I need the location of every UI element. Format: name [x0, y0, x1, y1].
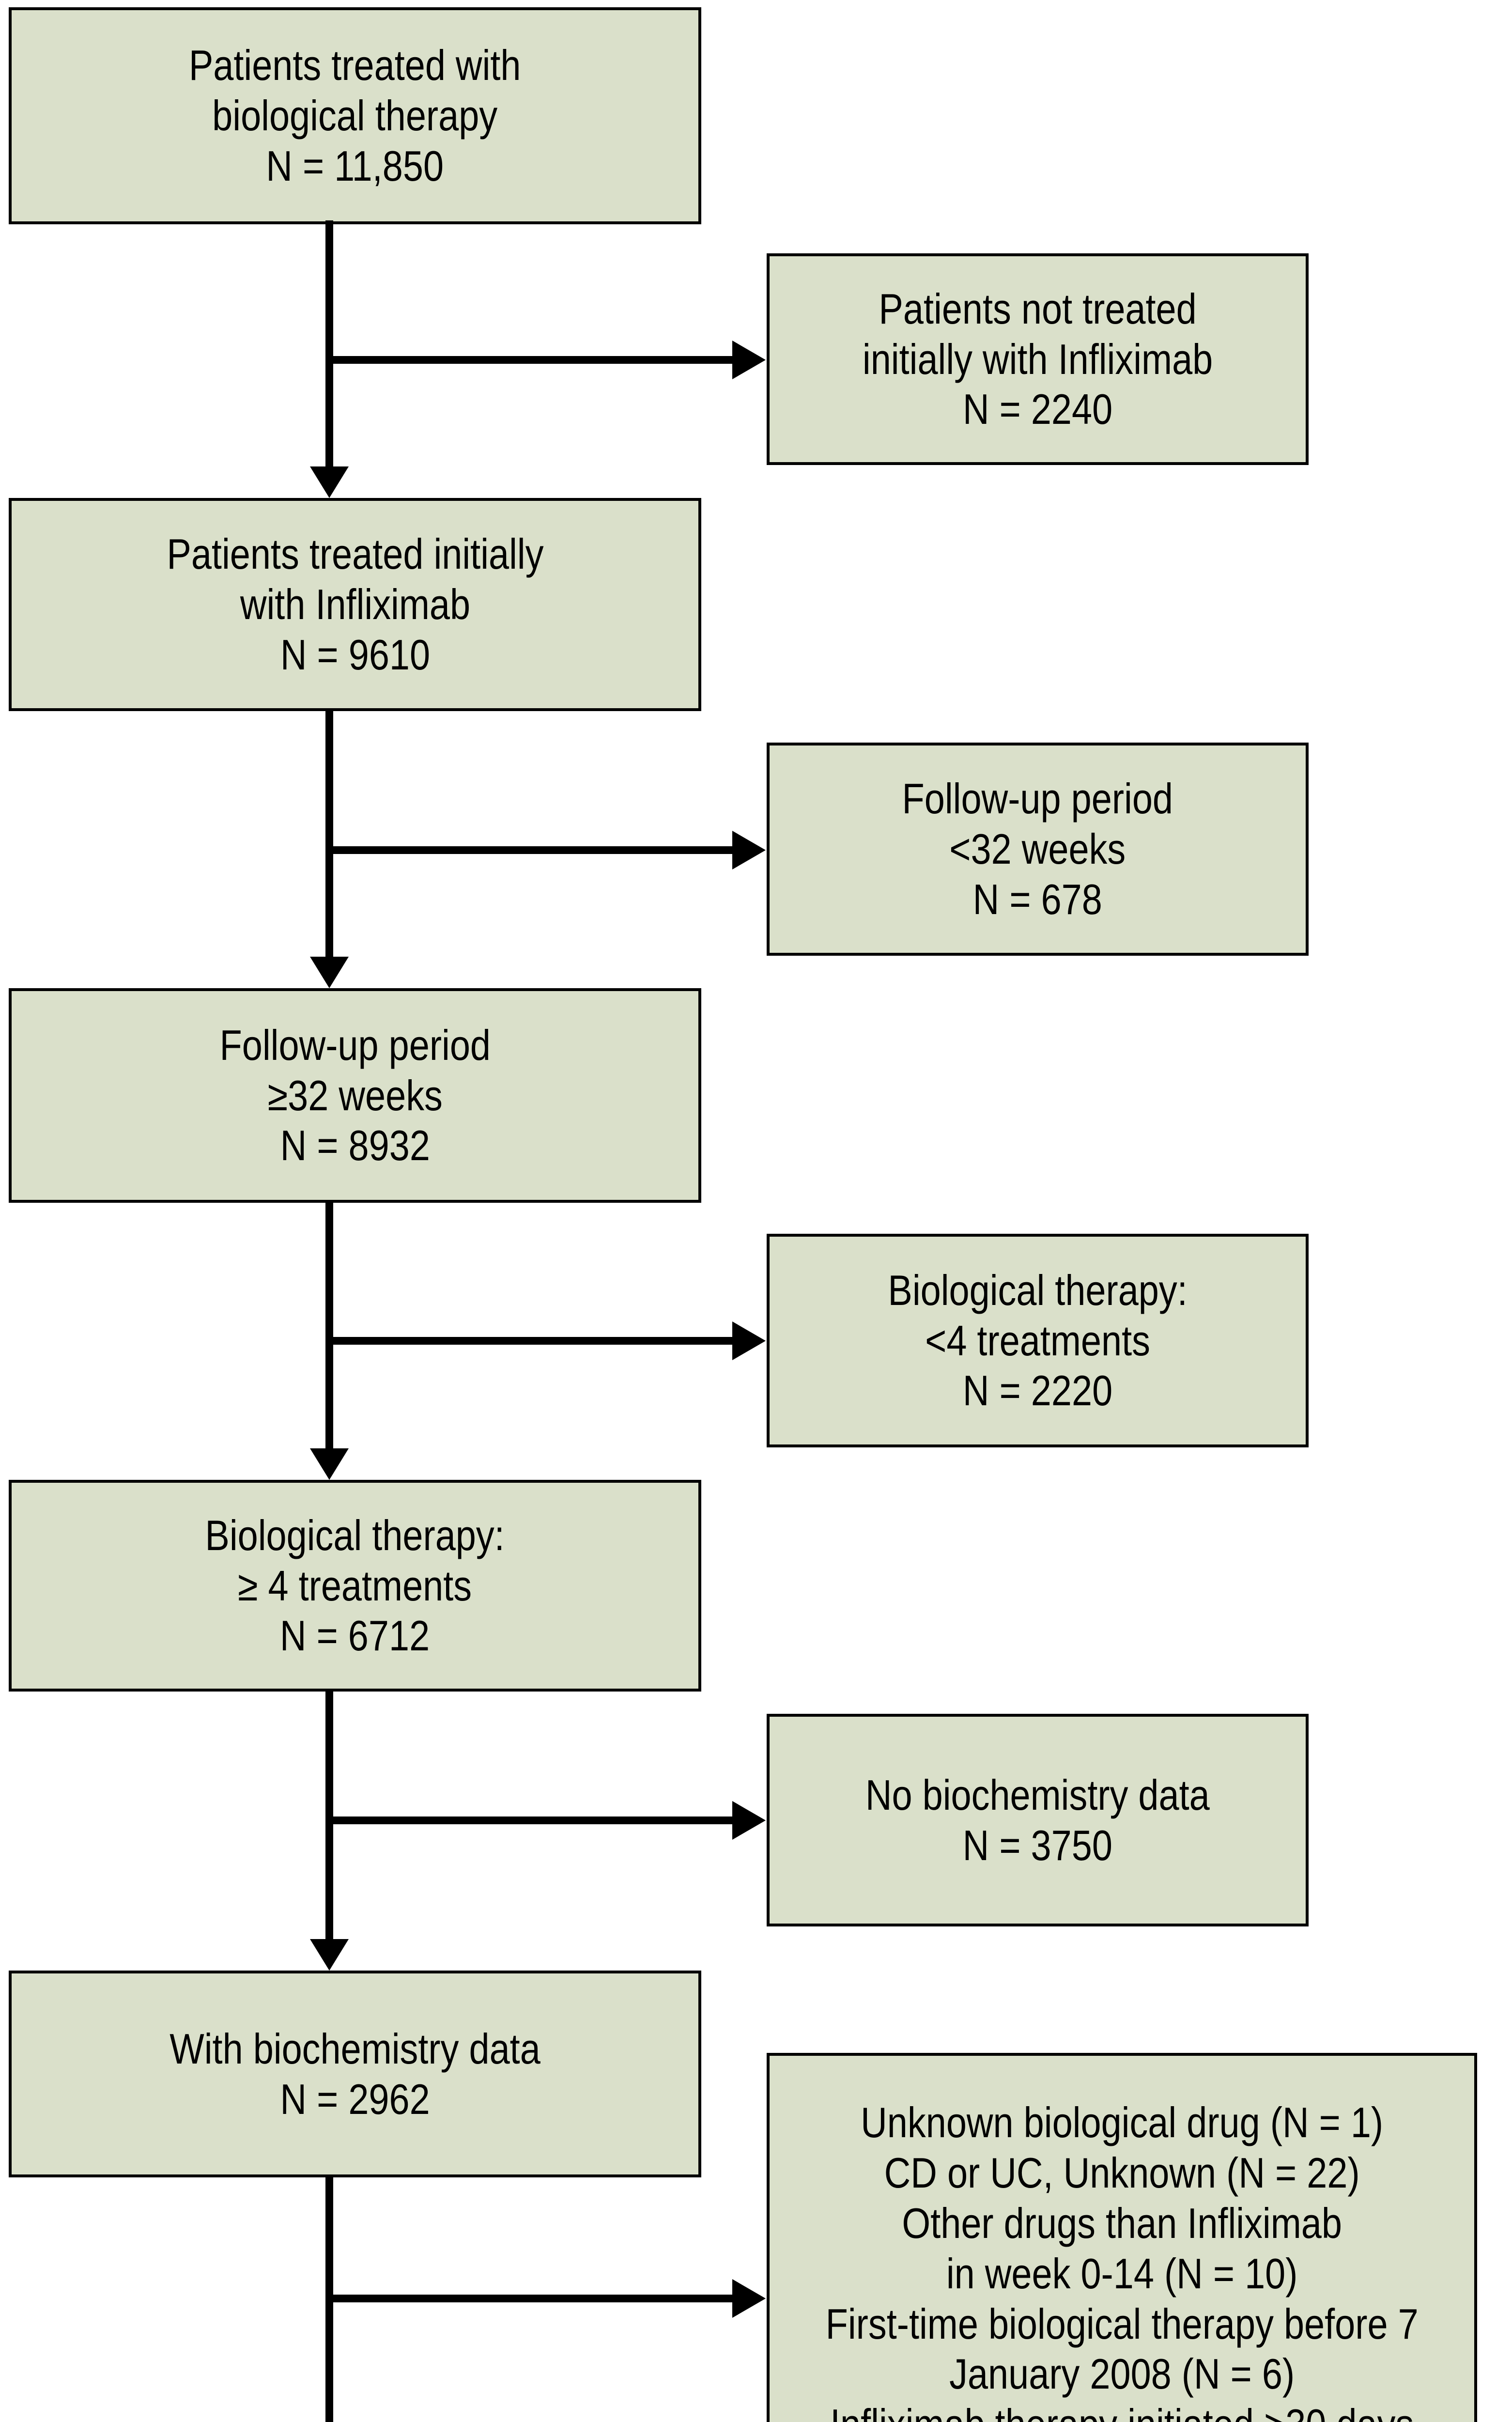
arrow-branch-to-no-biochemistry-data — [325, 1801, 766, 1840]
arrow-down-to-therapy-ge-4-treatments — [310, 1201, 349, 1480]
arrow-branch-to-therapy-lt-4-treatments — [325, 1321, 766, 1360]
box-treated-initially-infliximab-label: Patients treated initially with Inflixim… — [166, 530, 544, 679]
box-other-exclusions-label: Unknown biological drug (N = 1) CD or UC… — [825, 2098, 1419, 2422]
box-therapy-ge-4-treatments-label: Biological therapy: ≥ 4 treatments N = 6… — [205, 1511, 505, 1660]
box-therapy-lt-4-treatments: Biological therapy: <4 treatments N = 22… — [767, 1234, 1309, 1447]
box-therapy-lt-4-treatments-label: Biological therapy: <4 treatments N = 22… — [888, 1266, 1188, 1415]
box-followup-lt-32-weeks: Follow-up period <32 weeks N = 678 — [767, 743, 1309, 956]
box-treated-biological: Patients treated with biological therapy… — [9, 7, 701, 224]
box-treated-initially-infliximab: Patients treated initially with Inflixim… — [9, 498, 701, 711]
box-followup-ge-32-weeks-label: Follow-up period ≥32 weeks N = 8932 — [219, 1021, 491, 1170]
box-treated-biological-label: Patients treated with biological therapy… — [189, 41, 521, 190]
box-no-biochemistry-data: No biochemistry data N = 3750 — [767, 1714, 1309, 1926]
box-followup-lt-32-weeks-label: Follow-up period <32 weeks N = 678 — [902, 775, 1173, 923]
arrow-branch-to-followup-lt-32-weeks — [325, 831, 766, 869]
box-with-biochemistry-data-label: With biochemistry data N = 2962 — [170, 2024, 540, 2123]
box-not-treated-initially-infliximab: Patients not treated initially with Infl… — [767, 253, 1309, 465]
arrow-branch-to-other-exclusions — [325, 2279, 766, 2318]
arrow-down-to-with-biochemistry-data — [310, 1690, 349, 1971]
box-with-biochemistry-data: With biochemistry data N = 2962 — [9, 1971, 701, 2177]
box-not-treated-initially-infliximab-label: Patients not treated initially with Infl… — [862, 284, 1213, 434]
arrow-down-to-study-cohort — [325, 2176, 333, 2422]
box-therapy-ge-4-treatments: Biological therapy: ≥ 4 treatments N = 6… — [9, 1480, 701, 1692]
box-no-biochemistry-data-label: No biochemistry data N = 3750 — [865, 1770, 1210, 1869]
arrow-down-to-treated-initially-infliximab — [310, 220, 349, 498]
arrow-down-to-followup-ge-32-weeks — [310, 710, 349, 988]
box-followup-ge-32-weeks: Follow-up period ≥32 weeks N = 8932 — [9, 988, 701, 1203]
arrow-branch-to-not-treated-initially-infliximab — [325, 341, 766, 379]
box-other-exclusions: Unknown biological drug (N = 1) CD or UC… — [767, 2053, 1477, 2422]
